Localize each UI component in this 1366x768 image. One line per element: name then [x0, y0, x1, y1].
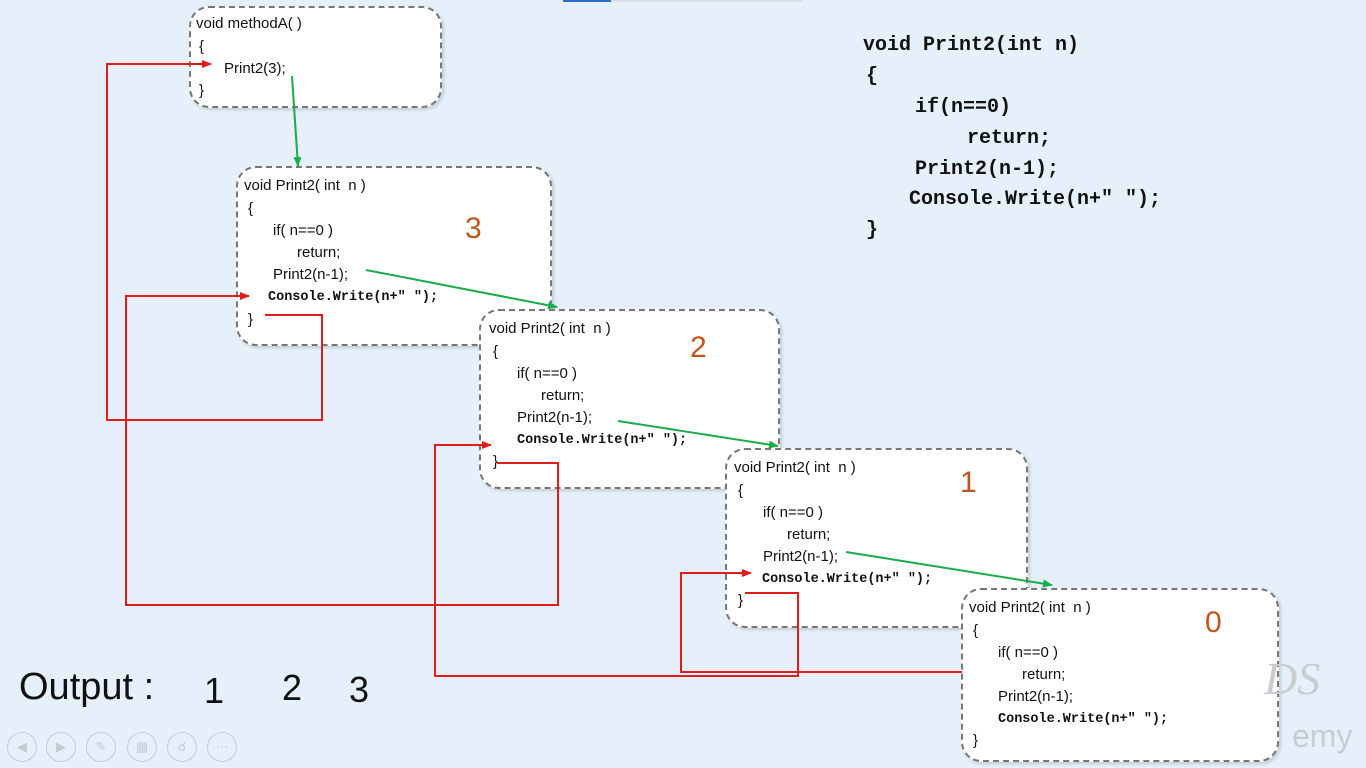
frame-if-statement: if( n==0 ) — [998, 644, 1059, 661]
frame-level-number: 1 — [960, 466, 977, 499]
frame-write-statement: Console.Write(n+" "); — [517, 433, 688, 448]
frame-recursive-call: Print2(n-1); — [273, 266, 349, 283]
frame-close-brace: } — [973, 732, 979, 749]
output-value: 2 — [282, 667, 303, 708]
frame-return-statement: return; — [1022, 666, 1066, 683]
frame-write-statement: Console.Write(n+" "); — [268, 290, 439, 305]
frame-level-number: 3 — [465, 212, 482, 245]
frame-return-statement: return; — [297, 244, 341, 261]
frame-level-number: 2 — [690, 331, 707, 364]
zoom-icon[interactable]: ☌ — [167, 732, 197, 762]
frame-return-statement: return; — [787, 526, 831, 543]
frame-if-statement: if( n==0 ) — [763, 504, 824, 521]
method-a-open-brace: { — [199, 38, 205, 55]
pen-icon[interactable]: ✎ — [86, 732, 116, 762]
frame-write-statement: Console.Write(n+" "); — [762, 572, 933, 587]
method-a-signature: void methodA( ) — [196, 15, 302, 32]
frame-signature: void Print2( int n ) — [734, 459, 856, 476]
call-frame-level-0: void Print2( int n ) { if( n==0 ) return… — [961, 588, 1279, 762]
code-close-brace: } — [866, 219, 879, 242]
output-label: Output : — [19, 666, 155, 708]
code-recursive-call: Print2(n-1); — [915, 158, 1060, 181]
code-open-brace: { — [866, 65, 879, 88]
watermark-logo: DS — [1264, 653, 1321, 704]
next-icon[interactable]: ▶ — [46, 732, 76, 762]
frame-if-statement: if( n==0 ) — [517, 365, 578, 382]
frame-signature: void Print2( int n ) — [244, 177, 366, 194]
frame-open-brace: { — [973, 622, 979, 639]
frame-recursive-call: Print2(n-1); — [517, 409, 593, 426]
frame-signature: void Print2( int n ) — [969, 599, 1091, 616]
slides-icon[interactable]: ▦ — [127, 732, 157, 762]
prev-icon[interactable]: ◀ — [7, 732, 37, 762]
frame-close-brace: } — [493, 453, 499, 470]
frame-open-brace: { — [738, 482, 744, 499]
method-a-frame: void methodA( ) { Print2(3); } — [189, 6, 442, 108]
code-write-statement: Console.Write(n+" "); — [909, 188, 1162, 211]
output-value: 3 — [349, 669, 370, 710]
frame-open-brace: { — [248, 200, 254, 217]
code-if-statement: if(n==0) — [915, 96, 1012, 119]
frame-write-statement: Console.Write(n+" "); — [998, 712, 1169, 727]
code-signature: void Print2(int n) — [863, 34, 1080, 57]
frame-recursive-call: Print2(n-1); — [763, 548, 839, 565]
frame-recursive-call: Print2(n-1); — [998, 688, 1074, 705]
frame-close-brace: } — [248, 311, 254, 328]
frame-return-statement: return; — [541, 387, 585, 404]
top-progress-bar — [563, 0, 803, 2]
frame-level-number: 0 — [1205, 606, 1222, 639]
code-return-statement: return; — [967, 127, 1052, 150]
frame-signature: void Print2( int n ) — [489, 320, 611, 337]
top-progress-fill — [563, 0, 611, 2]
output-value: 1 — [204, 670, 225, 711]
frame-open-brace: { — [493, 343, 499, 360]
more-icon[interactable]: ⋯ — [207, 732, 237, 762]
frame-if-statement: if( n==0 ) — [273, 222, 334, 239]
frame-close-brace: } — [738, 592, 744, 609]
method-a-close-brace: } — [199, 82, 205, 99]
watermark-text: emy — [1292, 718, 1353, 754]
method-a-call: Print2(3); — [224, 60, 286, 77]
